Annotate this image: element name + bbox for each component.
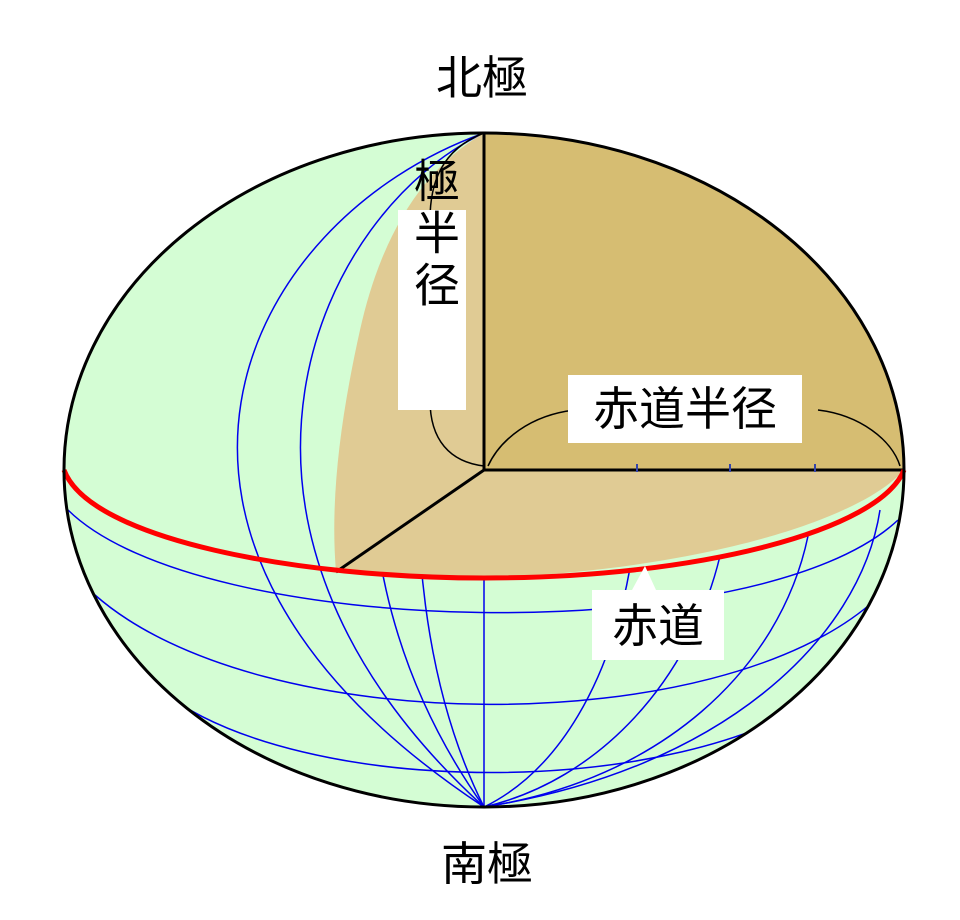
equator-label-pointer — [632, 566, 656, 590]
meridian-line — [483, 535, 809, 807]
meridian-line — [483, 509, 881, 807]
equator-label: 赤道 — [612, 599, 704, 653]
equatorial-radius-label: 赤道半径 — [593, 382, 777, 436]
polar-radius-bracket — [429, 132, 485, 467]
meridian-line — [299, 133, 485, 807]
meridian-line — [236, 133, 485, 807]
cut-edge-line — [335, 468, 485, 574]
south-pole-label: 南極 — [441, 837, 533, 891]
parallel-line — [67, 509, 899, 614]
polar-radius-label: 極半径 — [407, 157, 461, 313]
cutaway-equator-face — [336, 470, 904, 578]
equatorial-radius-ticks — [636, 464, 816, 472]
ellipsoid-outline — [62, 131, 906, 809]
equatorial-radius-label-box — [568, 375, 802, 443]
parallel-line — [94, 594, 876, 706]
polar-radius-label-box — [398, 210, 466, 410]
equator-label-box — [592, 590, 724, 660]
equator-line — [61, 469, 907, 581]
equatorial-radius-bracket — [487, 409, 901, 467]
north-pole-label: 北極 — [436, 51, 528, 105]
